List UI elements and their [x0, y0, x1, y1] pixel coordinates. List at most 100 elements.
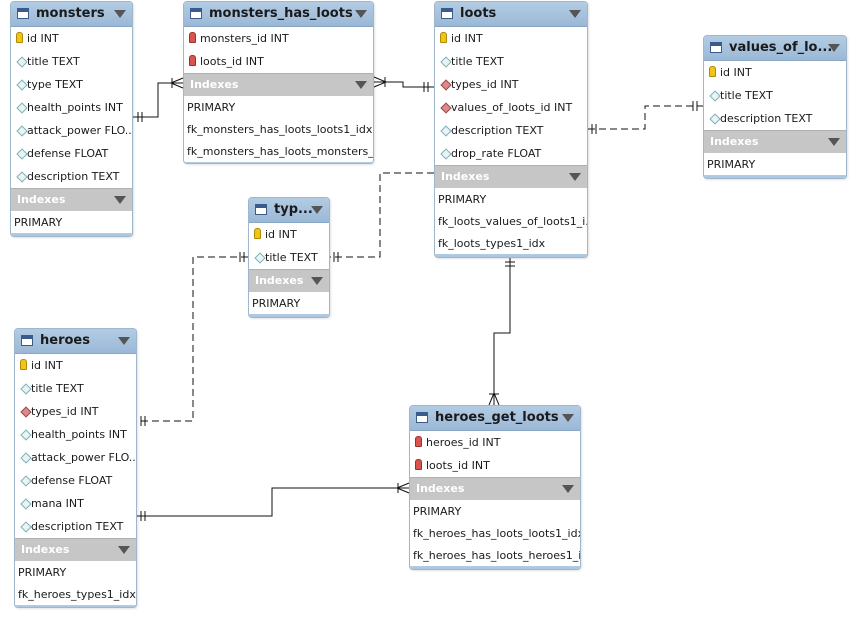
- index-row[interactable]: fk_monsters_has_loots_loots1_idx: [187, 123, 373, 136]
- collapse-arrow-icon[interactable]: [828, 138, 840, 146]
- table-loots[interactable]: loots id INT title TEXT types_id INT val…: [434, 1, 588, 258]
- collapse-arrow-icon[interactable]: [114, 10, 126, 18]
- column-diamond-icon: [709, 90, 721, 102]
- foreign-key-icon: [415, 459, 422, 470]
- column-row[interactable]: title TEXT: [704, 84, 846, 107]
- collapse-arrow-icon[interactable]: [118, 546, 130, 554]
- column-row[interactable]: description TEXT: [15, 515, 136, 538]
- foreign-key-icon: [189, 32, 196, 43]
- collapse-arrow-icon[interactable]: [828, 44, 840, 52]
- column-row[interactable]: title TEXT: [435, 50, 587, 73]
- table-heroes-get-loots[interactable]: heroes_get_loots heroes_id INT loots_id …: [409, 405, 581, 570]
- column-row[interactable]: id INT: [435, 27, 587, 50]
- index-row[interactable]: PRIMARY: [18, 566, 67, 579]
- table-heroes[interactable]: heroes id INT title TEXT types_id INT he…: [14, 328, 137, 608]
- collapse-arrow-icon[interactable]: [562, 485, 574, 493]
- indexes-header[interactable]: Indexes: [435, 165, 587, 188]
- collapse-arrow-icon[interactable]: [355, 81, 367, 89]
- indexes-header[interactable]: Indexes: [184, 73, 373, 96]
- column-row[interactable]: title TEXT: [15, 377, 136, 400]
- collapse-arrow-icon[interactable]: [114, 196, 126, 204]
- column-diamond-icon: [440, 148, 452, 160]
- table-header[interactable]: monsters_has_loots: [184, 2, 373, 27]
- indexes-header[interactable]: Indexes: [704, 130, 846, 153]
- collapse-arrow-icon[interactable]: [118, 337, 130, 345]
- index-row[interactable]: fk_heroes_has_loots_heroes1_i...: [413, 549, 580, 562]
- table-name: heroes_get_loots: [435, 410, 559, 425]
- connector-loots-to-values-of-loots: [588, 101, 703, 134]
- index-row[interactable]: PRIMARY: [707, 158, 756, 171]
- collapse-arrow-icon[interactable]: [355, 10, 367, 18]
- primary-key-icon: [709, 66, 716, 77]
- column-row[interactable]: loots_id INT: [410, 454, 580, 477]
- column-row[interactable]: id INT: [11, 27, 132, 50]
- column-row[interactable]: drop_rate FLOAT: [435, 142, 587, 165]
- column-row[interactable]: heroes_id INT: [410, 431, 580, 454]
- table-icon: [441, 8, 453, 19]
- column-diamond-icon: [440, 125, 452, 137]
- column-diamond-icon: [254, 252, 266, 264]
- index-row[interactable]: fk_monsters_has_loots_monsters_i...: [187, 145, 373, 158]
- column-row[interactable]: attack_power FLO...: [11, 119, 132, 142]
- column-diamond-icon: [16, 125, 28, 137]
- index-row[interactable]: fk_loots_values_of_loots1_i...: [438, 215, 587, 228]
- column-row[interactable]: monsters_id INT: [184, 27, 373, 50]
- index-row[interactable]: PRIMARY: [438, 193, 487, 206]
- column-row[interactable]: defense FLOAT: [11, 142, 132, 165]
- column-row[interactable]: types_id INT: [435, 73, 587, 96]
- index-row[interactable]: PRIMARY: [413, 505, 462, 518]
- column-row[interactable]: type TEXT: [11, 73, 132, 96]
- column-row[interactable]: id INT: [15, 354, 136, 377]
- column-row[interactable]: id INT: [704, 61, 846, 84]
- table-header[interactable]: heroes_get_loots: [410, 406, 580, 431]
- collapse-arrow-icon[interactable]: [562, 414, 574, 422]
- index-row[interactable]: fk_heroes_has_loots_loots1_idx: [413, 527, 580, 540]
- table-name: monsters_has_loots: [209, 6, 353, 21]
- collapse-arrow-icon[interactable]: [311, 206, 323, 214]
- index-row[interactable]: PRIMARY: [252, 297, 301, 310]
- connector-loots-to-heroes-get-loots: [488, 258, 515, 406]
- index-row[interactable]: PRIMARY: [14, 216, 63, 229]
- table-header[interactable]: values_of_lo...: [704, 36, 846, 61]
- index-row[interactable]: fk_loots_types1_idx: [438, 237, 546, 250]
- column-diamond-icon: [20, 498, 32, 510]
- table-header[interactable]: monsters: [11, 2, 132, 27]
- connector-heroes-to-heroes-get-loots: [137, 482, 410, 521]
- collapse-arrow-icon[interactable]: [311, 277, 323, 285]
- column-row[interactable]: description TEXT: [11, 165, 132, 188]
- column-row[interactable]: title TEXT: [11, 50, 132, 73]
- table-monsters[interactable]: monsters id INT title TEXT type TEXT hea…: [10, 1, 133, 237]
- column-row[interactable]: values_of_loots_id INT: [435, 96, 587, 119]
- column-diamond-icon: [20, 475, 32, 487]
- table-header[interactable]: typ...: [249, 198, 329, 223]
- table-values-of-loots[interactable]: values_of_lo... id INT title TEXT descri…: [703, 35, 847, 179]
- column-row[interactable]: attack_power FLO...: [15, 446, 136, 469]
- column-row[interactable]: mana INT: [15, 492, 136, 515]
- column-row[interactable]: defense FLOAT: [15, 469, 136, 492]
- collapse-arrow-icon[interactable]: [569, 173, 581, 181]
- table-footer: [435, 254, 587, 257]
- index-row[interactable]: PRIMARY: [187, 101, 236, 114]
- column-row[interactable]: loots_id INT: [184, 50, 373, 73]
- index-row[interactable]: fk_heroes_types1_idx: [18, 588, 136, 601]
- table-header[interactable]: loots: [435, 2, 587, 27]
- column-row[interactable]: id INT: [249, 223, 329, 246]
- table-monsters-has-loots[interactable]: monsters_has_loots monsters_id INT loots…: [183, 1, 374, 164]
- column-row[interactable]: health_points INT: [11, 96, 132, 119]
- indexes-header[interactable]: Indexes: [249, 269, 329, 292]
- column-row[interactable]: title TEXT: [249, 246, 329, 269]
- indexes-header[interactable]: Indexes: [410, 477, 580, 500]
- collapse-arrow-icon[interactable]: [569, 10, 581, 18]
- column-diamond-icon: [440, 56, 452, 68]
- indexes-header[interactable]: Indexes: [15, 538, 136, 561]
- column-row[interactable]: description TEXT: [704, 107, 846, 130]
- column-row[interactable]: health_points INT: [15, 423, 136, 446]
- table-header[interactable]: heroes: [15, 329, 136, 354]
- table-types[interactable]: typ... id INT title TEXT Indexes PRIMARY: [248, 197, 330, 318]
- foreign-key-icon: [189, 55, 196, 66]
- indexes-header[interactable]: Indexes: [11, 188, 132, 211]
- connector-loots-to-types: [330, 172, 434, 262]
- column-row[interactable]: description TEXT: [435, 119, 587, 142]
- column-row[interactable]: types_id INT: [15, 400, 136, 423]
